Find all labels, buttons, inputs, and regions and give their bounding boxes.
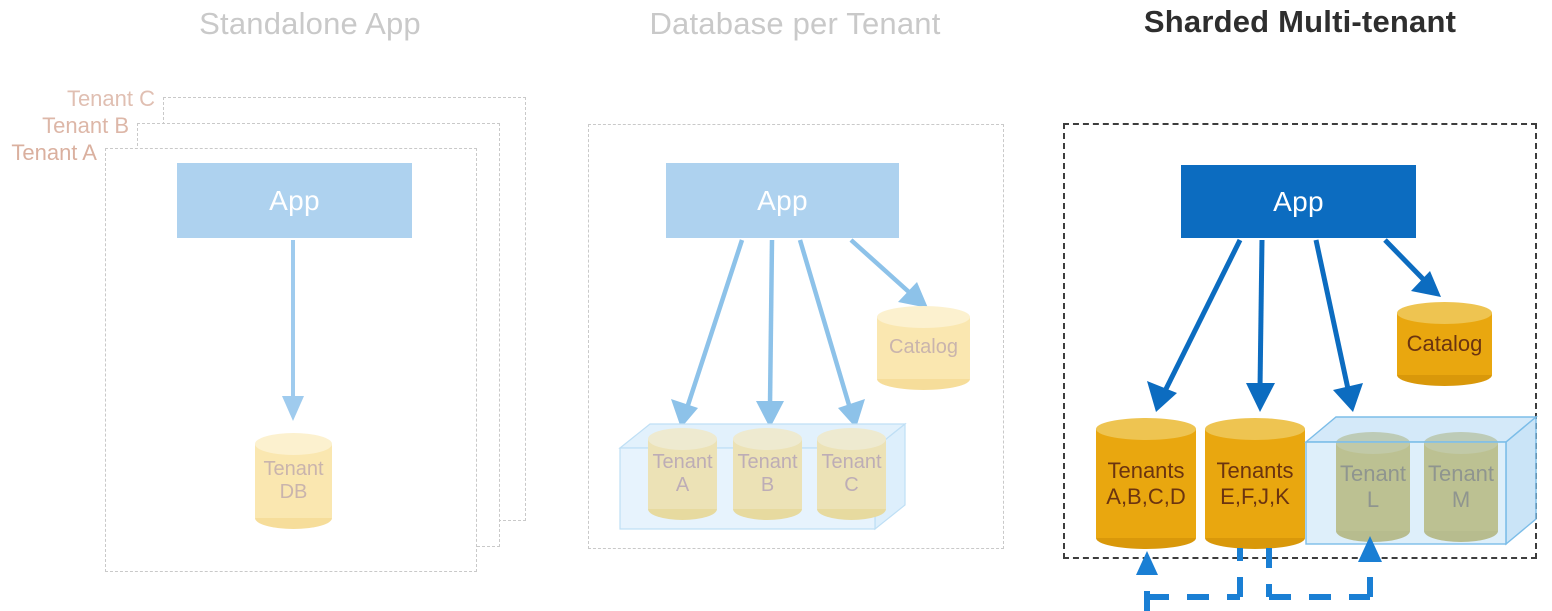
app-box-db-per-tenant[interactable]: App	[666, 163, 899, 238]
cylinder-tenant-c: Tenant C	[817, 428, 886, 520]
database-per-tenant-boundary	[588, 124, 1004, 549]
cylinder-shard-efjk: Tenants E,F,J,K	[1205, 418, 1305, 549]
cylinder-body	[733, 439, 802, 509]
panel-title-database-per-tenant: Database per Tenant	[649, 6, 941, 41]
cylinder-tenant-b: Tenant B	[733, 428, 802, 520]
cylinder-tenant-a: Tenant A	[648, 428, 717, 520]
cylinder-top	[1205, 418, 1305, 440]
panel-title-standalone-app: Standalone App	[199, 6, 421, 41]
cylinder-catalog-faded: Catalog	[877, 306, 970, 390]
tenant-label-b: Tenant B	[42, 113, 129, 138]
cylinder-top	[255, 433, 332, 455]
cylinder-body	[817, 439, 886, 509]
cylinder-body	[1096, 429, 1196, 538]
cylinder-body	[648, 439, 717, 509]
cylinder-shard-abcd: Tenants A,B,C,D	[1096, 418, 1196, 549]
cylinder-top	[648, 428, 717, 450]
cylinder-top	[1397, 302, 1492, 324]
app-box-sharded[interactable]: App	[1181, 165, 1416, 238]
cylinder-body	[255, 444, 332, 518]
cylinder-top	[1096, 418, 1196, 440]
tenant-label-c: Tenant C	[66, 86, 155, 111]
cylinder-catalog-strong: Catalog	[1397, 302, 1492, 386]
box3d-svg	[1304, 415, 1538, 546]
tenant-label-a: Tenant A	[11, 140, 97, 165]
cylinder-tenant-db: Tenant DB	[255, 433, 332, 529]
panel-title-sharded-multi-tenant: Sharded Multi-tenant	[1143, 4, 1457, 39]
sharded-multi-tenant-boundary	[1063, 123, 1537, 559]
cylinder-top	[877, 306, 970, 328]
app-box-standalone[interactable]: App	[177, 163, 412, 238]
cylinder-body	[1205, 429, 1305, 538]
cylinder-top	[817, 428, 886, 450]
cylinder-top	[733, 428, 802, 450]
tenant-group-box-strong	[1304, 415, 1538, 546]
